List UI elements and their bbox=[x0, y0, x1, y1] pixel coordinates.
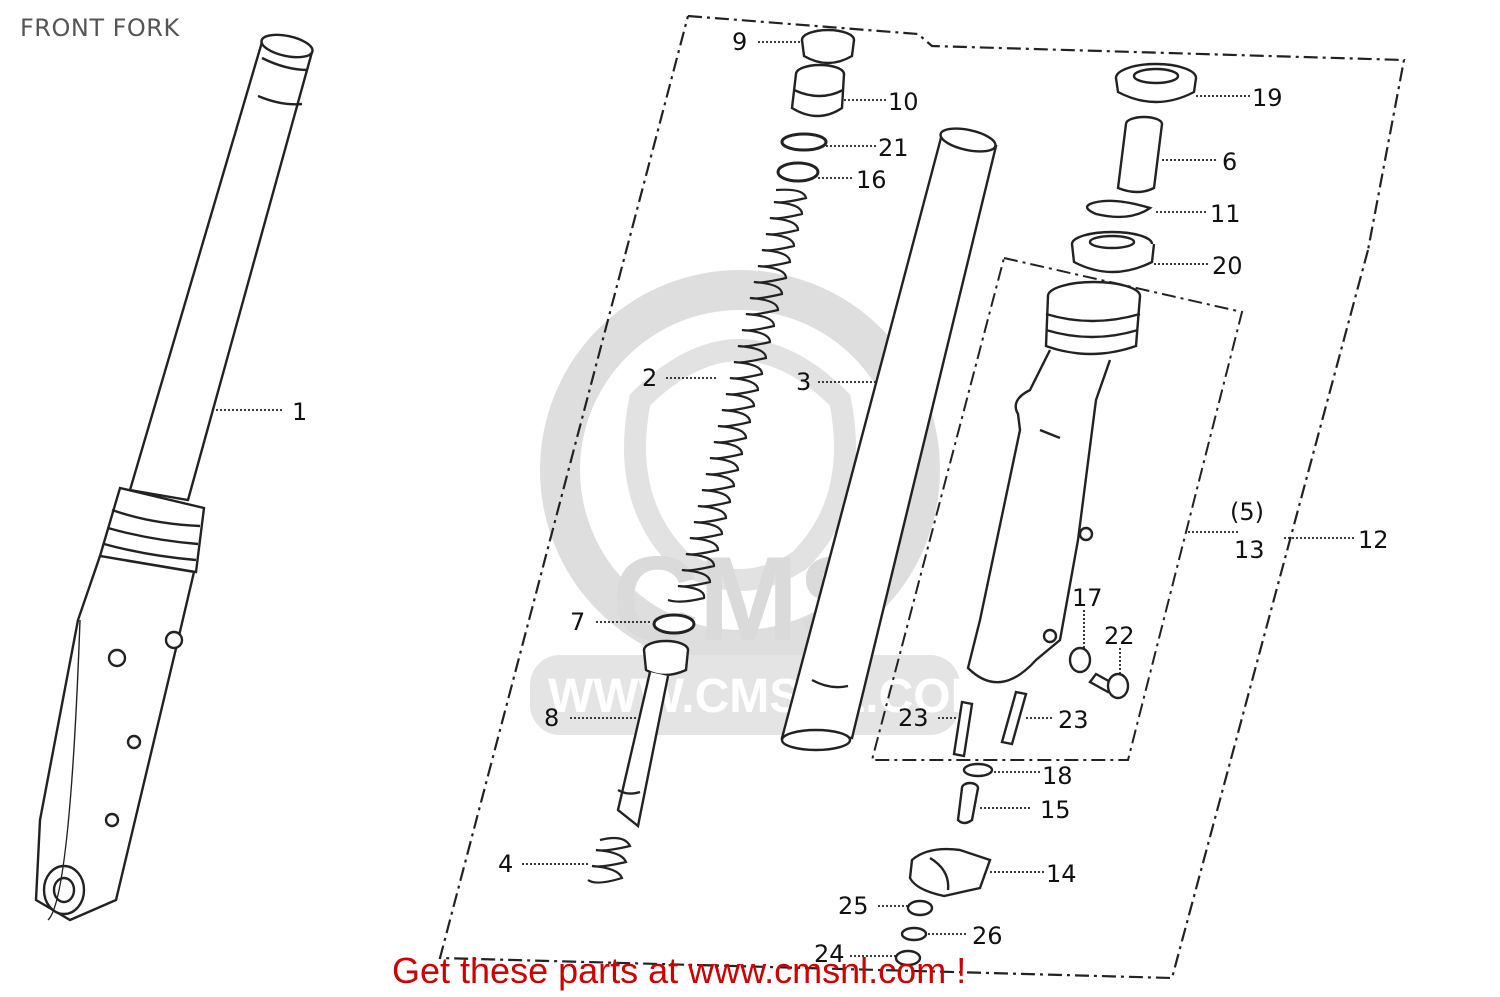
callout-23-left: 23 bbox=[898, 704, 929, 732]
callout-21: 21 bbox=[878, 134, 909, 162]
callout-15: 15 bbox=[1040, 796, 1071, 824]
callout-12: 12 bbox=[1358, 526, 1389, 554]
fork-tube-part bbox=[780, 127, 998, 752]
leader-lines bbox=[216, 41, 1354, 957]
washer-part bbox=[962, 762, 994, 778]
callout-5: (5) bbox=[1230, 498, 1264, 526]
callout-25: 25 bbox=[838, 892, 869, 920]
callout-8: 8 bbox=[544, 704, 559, 732]
outer-tube-outline bbox=[870, 257, 1244, 761]
callout-labels: 1 2 3 4 (5) 6 7 8 9 10 11 12 13 14 15 16… bbox=[292, 28, 1389, 968]
damper-rod-part bbox=[616, 639, 690, 829]
callout-11: 11 bbox=[1210, 200, 1241, 228]
fork-assembly-part bbox=[34, 33, 314, 922]
fork-bolt-part bbox=[790, 63, 846, 118]
drain-bolt-part bbox=[1088, 672, 1130, 700]
callout-3: 3 bbox=[796, 368, 811, 396]
callout-17: 17 bbox=[1072, 584, 1103, 612]
callout-23-right: 23 bbox=[1058, 706, 1089, 734]
callout-4: 4 bbox=[498, 850, 513, 878]
callout-24: 24 bbox=[814, 940, 845, 968]
piston-ring-part bbox=[652, 613, 696, 635]
oil-seal-part bbox=[1070, 230, 1156, 274]
rebound-spring-part bbox=[587, 836, 632, 884]
callout-20: 20 bbox=[1212, 252, 1243, 280]
callout-7: 7 bbox=[570, 608, 585, 636]
dowel-pin-part bbox=[952, 690, 1028, 758]
assembly-outline bbox=[438, 14, 1406, 980]
fork-spring-part bbox=[667, 188, 808, 603]
callout-2: 2 bbox=[642, 364, 657, 392]
dust-seal-part bbox=[1114, 62, 1198, 104]
callout-9: 9 bbox=[732, 28, 747, 56]
callout-6: 6 bbox=[1222, 148, 1237, 176]
fork-cap-part bbox=[800, 28, 856, 65]
spring-seat-part bbox=[776, 161, 820, 183]
callout-1: 1 bbox=[292, 398, 307, 426]
callout-13: 13 bbox=[1234, 536, 1265, 564]
socket-bolt-part bbox=[956, 781, 980, 825]
footer-promo-text: Get these parts at www.cmsnl.com ! bbox=[392, 950, 967, 991]
axle-holder-part bbox=[908, 847, 992, 898]
callout-10: 10 bbox=[888, 88, 919, 116]
o-ring-part bbox=[780, 132, 828, 152]
watermark-url-text: WWW.CMSNL.COM bbox=[548, 670, 991, 723]
slide-bushing-part bbox=[1116, 115, 1164, 194]
nut-washer-part bbox=[906, 899, 934, 917]
callout-16: 16 bbox=[856, 166, 887, 194]
spring-washer-part bbox=[900, 926, 928, 942]
callout-19: 19 bbox=[1252, 84, 1283, 112]
nut-part bbox=[894, 949, 922, 967]
slider-part bbox=[966, 280, 1142, 684]
callout-22: 22 bbox=[1104, 622, 1135, 650]
diagram-title: FRONT FORK bbox=[20, 14, 180, 42]
callout-14: 14 bbox=[1046, 860, 1077, 888]
stopper-ring-part bbox=[1085, 199, 1153, 219]
callout-26: 26 bbox=[972, 922, 1003, 950]
sealing-washer-part bbox=[1068, 646, 1092, 674]
callout-18: 18 bbox=[1042, 762, 1073, 790]
